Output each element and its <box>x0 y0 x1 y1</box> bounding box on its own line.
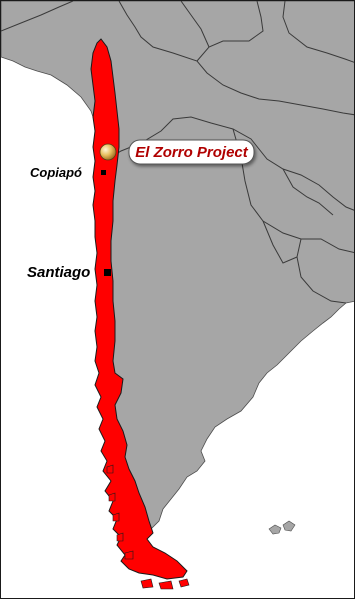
city-label-copiapo: Copiapó <box>30 165 82 180</box>
project-marker-icon[interactable] <box>99 143 117 161</box>
chile-country <box>90 38 188 580</box>
country-borders <box>1 1 354 304</box>
city-marker-santiago <box>104 269 111 276</box>
city-marker-copiapo <box>101 170 106 175</box>
project-callout[interactable]: El Zorro Project <box>128 139 255 165</box>
chile-islands <box>106 464 190 590</box>
falkland-islands <box>268 520 296 535</box>
project-callout-box <box>128 139 255 165</box>
city-label-santiago: Santiago <box>27 264 90 281</box>
project-callout-label: El Zorro Project <box>135 144 249 161</box>
